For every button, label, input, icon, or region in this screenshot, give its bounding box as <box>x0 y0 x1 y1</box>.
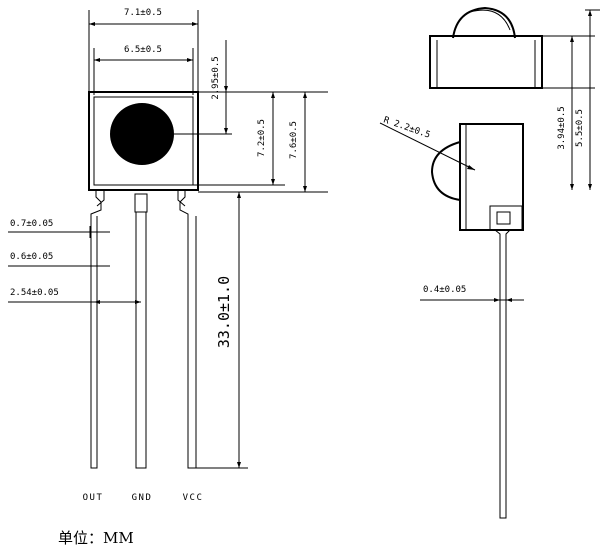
side-view: R 2.2±0.5 0.4±0.05 <box>379 115 524 519</box>
lens-dome <box>110 103 174 165</box>
dim-lead-length: 33.0±1.0 <box>215 276 233 348</box>
dim-lead-thickness: 0.4±0.05 <box>423 285 466 295</box>
dim-pitch: 2.54±0.05 <box>10 288 59 298</box>
dim-body-height-inner: 7.2±0.5 <box>257 119 267 157</box>
dim-body-height-outer: 7.6±0.5 <box>289 121 299 159</box>
dim-width-outer: 7.1±0.5 <box>124 8 162 18</box>
pin-label-vcc: VCC <box>183 493 204 503</box>
unit-label: 单位：MM <box>58 529 134 547</box>
dim-lead-width-2: 0.6±0.05 <box>10 252 53 262</box>
top-view: 3.94±0.5 5.5±0.5 <box>429 6 600 190</box>
component-body <box>88 91 199 191</box>
dim-width-inner: 6.5±0.5 <box>124 45 162 55</box>
front-view: 7.1±0.5 6.5±0.5 2.95±0.5 7.2±0.5 7.6±0.5… <box>8 8 328 503</box>
leads <box>90 190 197 469</box>
pin-label-out: OUT <box>83 493 104 503</box>
dim-lead-width-1: 0.7±0.05 <box>10 219 53 229</box>
pin-label-gnd: GND <box>132 493 153 503</box>
dim-height-2: 5.5±0.5 <box>575 109 585 147</box>
component-body-inner <box>93 96 194 186</box>
dim-lens-offset: 2.95±0.5 <box>211 56 221 99</box>
dim-height-1: 3.94±0.5 <box>557 106 567 149</box>
